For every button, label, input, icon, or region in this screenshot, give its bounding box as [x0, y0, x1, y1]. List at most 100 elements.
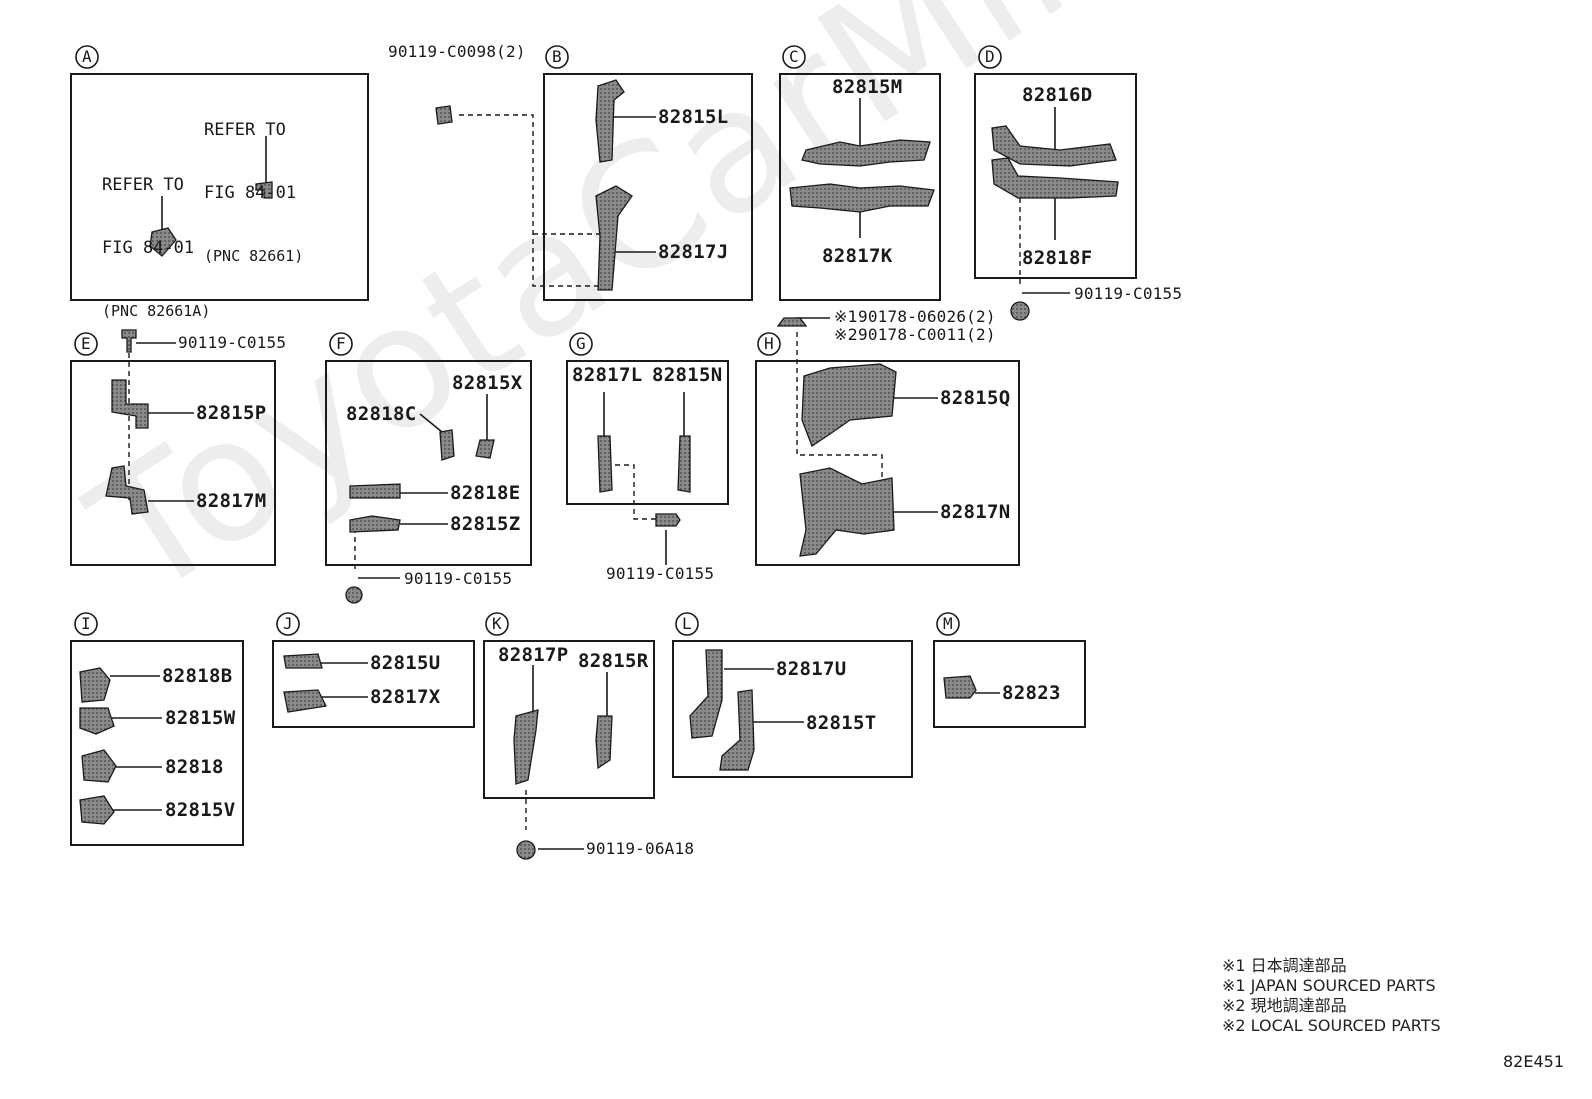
figure-code: 82E451 — [1502, 1052, 1564, 1071]
part-82815u — [283, 653, 323, 669]
part-label-82818: 82818 — [165, 756, 224, 778]
box-l — [672, 640, 913, 778]
circle-m — [936, 612, 960, 636]
part-82818e — [349, 483, 401, 499]
part-label-82815m: 82815M — [832, 76, 903, 98]
section-letter-m: M — [943, 614, 953, 633]
part-label-82815q: 82815Q — [940, 387, 1011, 409]
bolt-g — [655, 513, 681, 527]
box-m — [933, 640, 1086, 728]
circle-b — [545, 45, 569, 69]
part-82815w — [79, 707, 115, 735]
part-label-82817k: 82817K — [822, 245, 893, 267]
bolt-k — [516, 840, 536, 860]
part-82818b — [79, 667, 111, 703]
part-82661 — [255, 181, 273, 199]
bolt-label-k: 90119-06A18 — [586, 839, 695, 858]
part-82815p — [111, 379, 149, 429]
part-label-82815n: 82815N — [652, 364, 723, 386]
section-letter-i: I — [81, 614, 91, 633]
bolt-label-e: 90119-C0155 — [178, 333, 287, 352]
bolt-b — [435, 105, 453, 125]
part-82817m — [105, 465, 149, 515]
section-letter-b: B — [552, 47, 562, 66]
part-label-82823: 82823 — [1002, 682, 1061, 704]
circle-f — [329, 332, 353, 356]
part-label-82815v: 82815V — [165, 799, 236, 821]
part-82817j — [595, 185, 633, 291]
sourcing-legend: ※1 日本調達部品 ※1 JAPAN SOURCED PARTS ※2 現地調達… — [1222, 956, 1441, 1035]
part-label-82815p: 82815P — [196, 402, 267, 424]
bolt-d — [1010, 301, 1030, 321]
box-h — [755, 360, 1020, 566]
box-a — [70, 73, 369, 301]
section-letter-h: H — [764, 334, 774, 353]
part-82815l — [595, 79, 625, 163]
circle-j — [276, 612, 300, 636]
circle-e — [74, 332, 98, 356]
part-82817p — [513, 709, 539, 785]
bolt-f — [345, 586, 363, 604]
part-82815r — [595, 715, 613, 770]
box-i — [70, 640, 244, 846]
bolt-e — [121, 329, 137, 353]
part-82815x — [475, 439, 495, 459]
part-82817n — [799, 467, 895, 557]
box-f — [325, 360, 532, 566]
circle-c — [782, 45, 806, 69]
part-label-82817j: 82817J — [658, 241, 729, 263]
box-e — [70, 360, 276, 566]
part-82818f — [991, 157, 1119, 199]
part-label-82817m: 82817M — [196, 490, 267, 512]
part-82817k — [789, 183, 935, 213]
circle-k — [485, 612, 509, 636]
part-82815z — [349, 515, 401, 533]
part-82817l — [597, 435, 613, 493]
part-label-82815u: 82815U — [370, 652, 441, 674]
section-letter-l: L — [682, 614, 692, 633]
bolt-label-f: 90119-C0155 — [404, 569, 513, 588]
box-d — [974, 73, 1137, 279]
section-letter-a: A — [82, 47, 92, 66]
part-label-82815l: 82815L — [658, 106, 729, 128]
section-letter-g: G — [576, 334, 586, 353]
part-label-82815w: 82815W — [165, 707, 236, 729]
part-82815v — [79, 795, 115, 825]
bolt-label-b: 90119-C0098(2) — [388, 42, 526, 61]
circle-d — [978, 45, 1002, 69]
part-label-82817x: 82817X — [370, 686, 441, 708]
part-label-82817l: 82817L — [572, 364, 643, 386]
part-label-82815z: 82815Z — [450, 513, 521, 535]
part-label-82815t: 82815T — [806, 712, 877, 734]
part-82818 — [81, 749, 117, 783]
circle-i — [74, 612, 98, 636]
circle-a — [75, 45, 99, 69]
bolt-label-h2: ※290178-C0011(2) — [834, 325, 996, 344]
part-82815m — [801, 139, 931, 167]
part-label-82818c: 82818C — [346, 403, 417, 425]
bolt-label-d: 90119-C0155 — [1074, 284, 1183, 303]
box-k — [483, 640, 655, 799]
refer-to-fig-82661a: REFER TO FIG 84-01 (PNC 82661A) — [102, 175, 211, 320]
part-82823 — [943, 675, 977, 699]
box-c — [779, 73, 941, 301]
bolt-label-g: 90119-C0155 — [606, 564, 715, 583]
part-82816d — [991, 125, 1117, 167]
part-label-82815r: 82815R — [578, 650, 649, 672]
part-label-82818b: 82818B — [162, 665, 233, 687]
circle-h — [757, 332, 781, 356]
part-82815n — [677, 435, 691, 493]
bolt-h — [776, 317, 808, 327]
part-label-82818f: 82818F — [1022, 247, 1093, 269]
part-82815q — [801, 363, 897, 447]
circle-g — [569, 332, 593, 356]
part-label-82817p: 82817P — [498, 644, 569, 666]
part-82818c — [439, 429, 455, 461]
part-82661a — [149, 227, 177, 257]
part-82817u — [689, 649, 723, 739]
box-b — [543, 73, 753, 301]
section-letter-j: J — [283, 614, 293, 633]
part-82817x — [283, 689, 327, 713]
